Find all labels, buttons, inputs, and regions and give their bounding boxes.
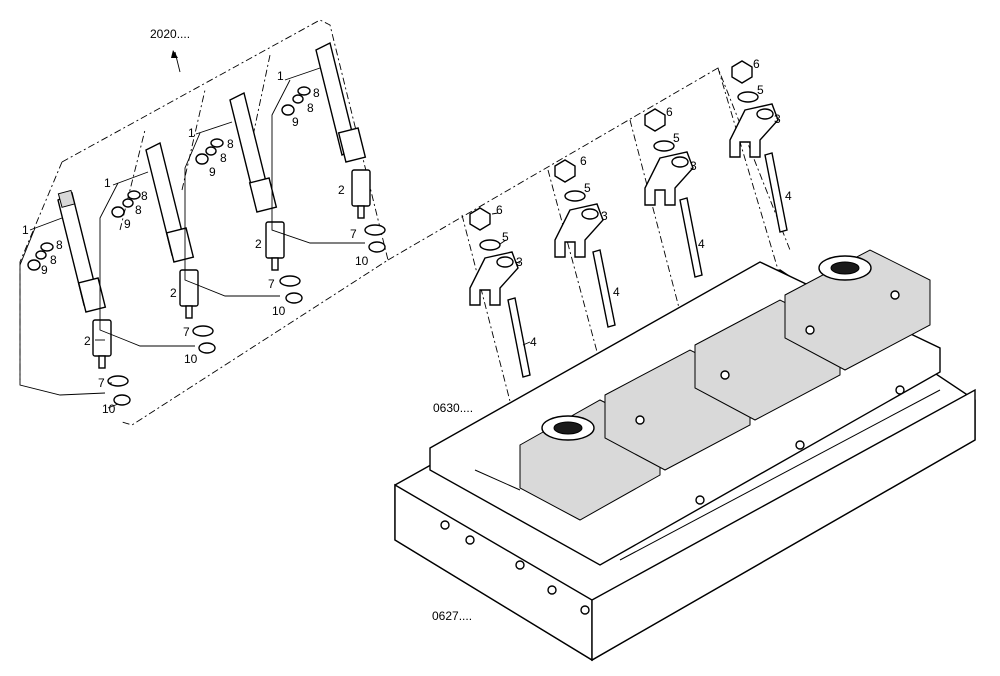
rocker-stack-2: 6 5 3 4 <box>554 154 620 328</box>
callout-7: 7 <box>350 227 357 241</box>
callout-8: 8 <box>50 253 57 267</box>
callout-8: 8 <box>220 151 227 165</box>
injector-group-3: 1 8 8 9 2 7 10 <box>184 91 303 318</box>
callout-1: 1 <box>104 176 111 190</box>
injector-group-2: 1 8 8 9 2 7 10 <box>99 141 216 366</box>
callout-9: 9 <box>41 263 48 277</box>
callout-2: 2 <box>84 334 91 348</box>
callout-3: 3 <box>516 255 523 269</box>
callout-7: 7 <box>268 277 275 291</box>
callout-3: 3 <box>690 159 697 173</box>
injector <box>57 189 107 313</box>
injector-group-4: 1 8 8 9 2 7 10 <box>271 41 386 268</box>
callout-10: 10 <box>272 304 286 318</box>
callout-5: 5 <box>673 131 680 145</box>
rocker-stack-1: 6 5 3 4 <box>469 203 537 378</box>
stud <box>507 297 531 378</box>
callout-1: 1 <box>22 223 29 237</box>
sleeve <box>92 319 112 369</box>
callout-6: 6 <box>666 105 673 119</box>
callout-5: 5 <box>502 230 509 244</box>
nut <box>469 207 491 231</box>
callout-8: 8 <box>56 238 63 252</box>
sleeve <box>265 221 285 271</box>
callout-10: 10 <box>355 254 369 268</box>
callout-4: 4 <box>613 285 620 299</box>
callout-8: 8 <box>313 86 320 100</box>
callout-5: 5 <box>757 83 764 97</box>
callout-7: 7 <box>183 325 190 339</box>
sleeve <box>179 269 199 319</box>
rocker-stack-4: 6 5 3 4 <box>729 57 792 233</box>
callout-6: 6 <box>580 154 587 168</box>
callout-8: 8 <box>307 101 314 115</box>
callout-8: 8 <box>227 137 234 151</box>
rocker-arm <box>469 251 519 306</box>
plug <box>27 259 41 271</box>
callout-6: 6 <box>753 57 760 71</box>
callout-8: 8 <box>141 189 148 203</box>
arrow-up-icon <box>171 50 181 73</box>
callout-4: 4 <box>530 335 537 349</box>
callout-3: 3 <box>601 209 608 223</box>
callout-9: 9 <box>124 217 131 231</box>
injector-group-1: 1 8 8 9 2 7 10 <box>19 189 131 416</box>
callout-2: 2 <box>170 286 177 300</box>
callout-10: 10 <box>184 352 198 366</box>
injector <box>229 91 278 213</box>
callout-8: 8 <box>135 203 142 217</box>
callout-9: 9 <box>292 115 299 129</box>
callout-5: 5 <box>584 181 591 195</box>
rocker-stack-3: 6 5 3 4 <box>644 105 705 278</box>
callout-1: 1 <box>277 69 284 83</box>
ref-0627: 0627.... <box>432 609 472 623</box>
callout-10: 10 <box>102 402 116 416</box>
sleeve <box>351 169 371 219</box>
ref-2020: 2020.... <box>150 27 190 41</box>
callout-6: 6 <box>496 203 503 217</box>
callout-4: 4 <box>785 189 792 203</box>
injector <box>315 41 367 163</box>
injector <box>145 141 195 263</box>
callout-4: 4 <box>698 237 705 251</box>
callout-7: 7 <box>98 376 105 390</box>
ref-0630: 0630.... <box>433 401 473 415</box>
callout-3: 3 <box>774 112 781 126</box>
callout-9: 9 <box>209 165 216 179</box>
seal-ring <box>35 242 54 260</box>
callout-2: 2 <box>255 237 262 251</box>
callout-2: 2 <box>338 183 345 197</box>
cylinder-head <box>394 249 976 662</box>
callout-1: 1 <box>188 126 195 140</box>
